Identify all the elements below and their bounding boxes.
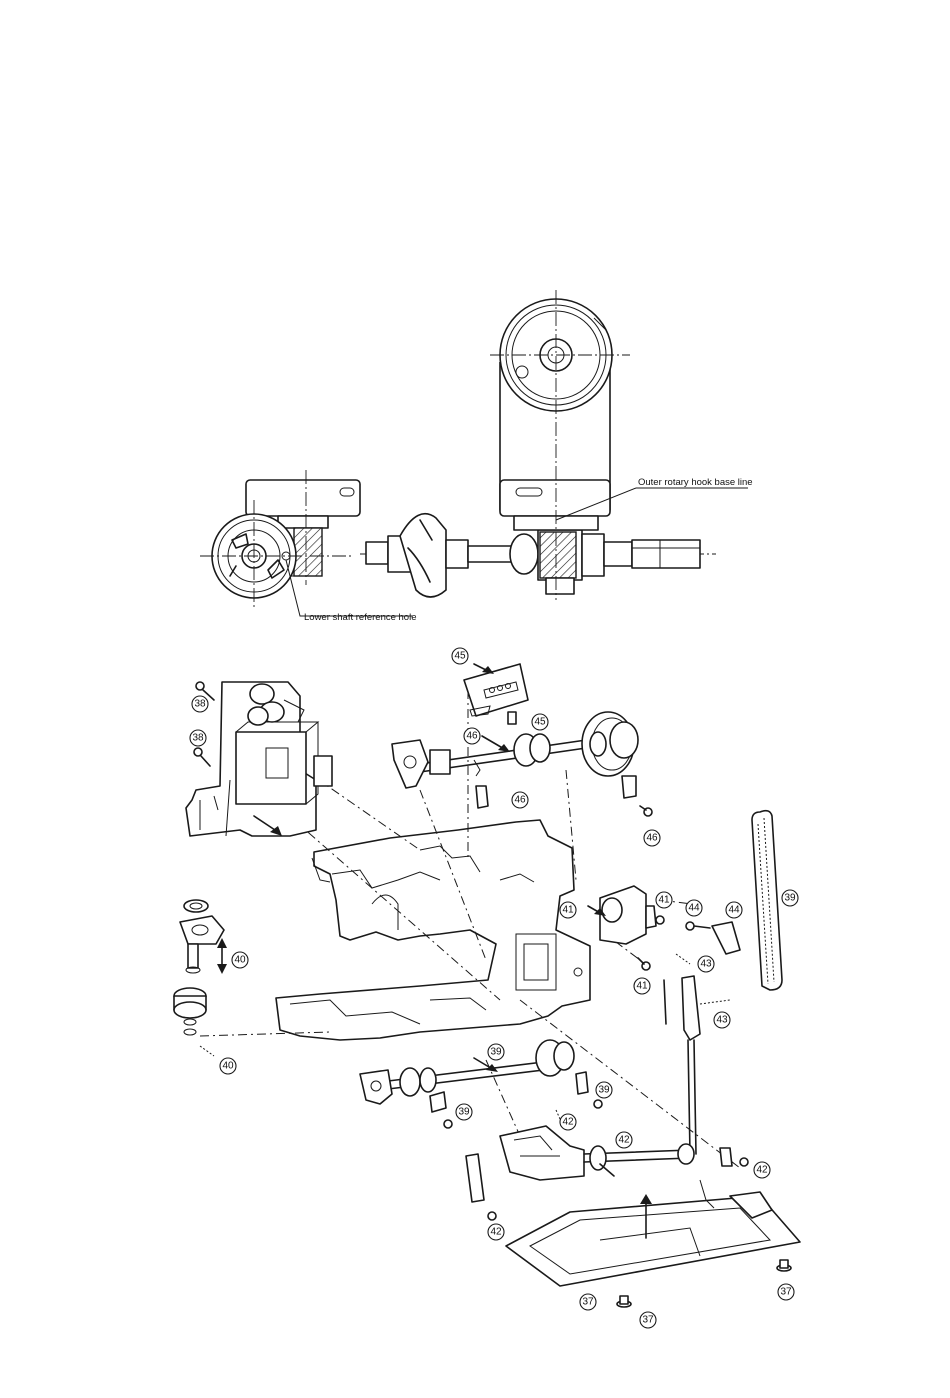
svg-text:41: 41 (636, 981, 648, 992)
svg-text:39: 39 (490, 1047, 502, 1058)
callout-38-top: 38 (192, 696, 208, 712)
svg-text:40: 40 (222, 1061, 234, 1072)
svg-text:45: 45 (454, 651, 466, 662)
bed-frame (276, 820, 590, 1040)
svg-text:39: 39 (598, 1085, 610, 1096)
callout-41-lower: 41 (634, 978, 650, 994)
callout-40-lower: 40 (220, 1058, 236, 1074)
callout-39-shaft: 39 (488, 1044, 504, 1060)
callout-45-top: 45 (452, 648, 468, 664)
bracket-44 (686, 922, 740, 954)
svg-text:38: 38 (194, 699, 206, 710)
callout-44-right: 44 (726, 902, 742, 918)
svg-text:42: 42 (490, 1227, 502, 1238)
callout-42-right: 42 (754, 1162, 770, 1178)
svg-text:37: 37 (780, 1287, 792, 1298)
svg-text:40: 40 (234, 955, 246, 966)
callout-37-right: 37 (778, 1284, 794, 1300)
svg-text:37: 37 (642, 1315, 654, 1326)
svg-text:45: 45 (534, 717, 546, 728)
svg-text:42: 42 (618, 1135, 630, 1146)
callout-46-mid: 46 (512, 792, 528, 808)
callout-42-left: 42 (488, 1224, 504, 1240)
svg-text:43: 43 (716, 1015, 728, 1026)
callout-44-left: 44 (686, 900, 702, 916)
outer-hook-base-line-label: Outer rotary hook base line (638, 477, 753, 488)
callout-39-left: 39 (456, 1104, 472, 1120)
svg-text:44: 44 (728, 905, 740, 916)
callout-46-right: 46 (644, 830, 660, 846)
callout-43-lower: 43 (714, 1012, 730, 1028)
callout-43-upper: 43 (698, 956, 714, 972)
hook-timing-diagram: Outer rotary hook base line Lower shaft … (200, 290, 753, 623)
exploded-assembly-diagram: 45 45 46 46 46 38 38 39 39 39 39 40 40 4… (174, 648, 800, 1328)
bed-plate-37 (506, 1180, 800, 1307)
bobbin-winder-41 (588, 886, 664, 970)
svg-text:46: 46 (514, 795, 526, 806)
svg-text:46: 46 (466, 731, 478, 742)
svg-text:39: 39 (458, 1107, 470, 1118)
screw-38-lower (194, 748, 210, 766)
svg-text:42: 42 (756, 1165, 768, 1176)
stitch-regulator-40 (174, 900, 227, 1056)
callout-37-bottom: 37 (640, 1312, 656, 1328)
feed-rod-43 (664, 954, 730, 1154)
callout-39-belt: 39 (782, 890, 798, 906)
callout-41-mid: 41 (560, 902, 576, 918)
svg-text:44: 44 (688, 903, 700, 914)
svg-text:43: 43 (700, 959, 712, 970)
svg-text:37: 37 (582, 1297, 594, 1308)
lower-shaft-reference-hole-label: Lower shaft reference hole (304, 612, 416, 623)
svg-text:42: 42 (562, 1117, 574, 1128)
svg-text:41: 41 (658, 895, 670, 906)
callout-45-mid: 45 (532, 714, 548, 730)
timing-belt-39 (752, 811, 782, 990)
callout-40-upper: 40 (232, 952, 248, 968)
callout-41-right: 41 (656, 892, 672, 908)
svg-text:41: 41 (562, 905, 574, 916)
callout-46-upper: 46 (464, 728, 480, 744)
svg-text:38: 38 (192, 733, 204, 744)
svg-text:46: 46 (646, 833, 658, 844)
callout-39-right: 39 (596, 1082, 612, 1098)
callout-38-lower: 38 (190, 730, 206, 746)
callout-42-shaft: 42 (616, 1132, 632, 1148)
callout-42-spring: 42 (560, 1114, 576, 1130)
callout-37-left: 37 (580, 1294, 596, 1310)
pcb-board-45 (464, 664, 528, 724)
svg-text:39: 39 (784, 893, 796, 904)
